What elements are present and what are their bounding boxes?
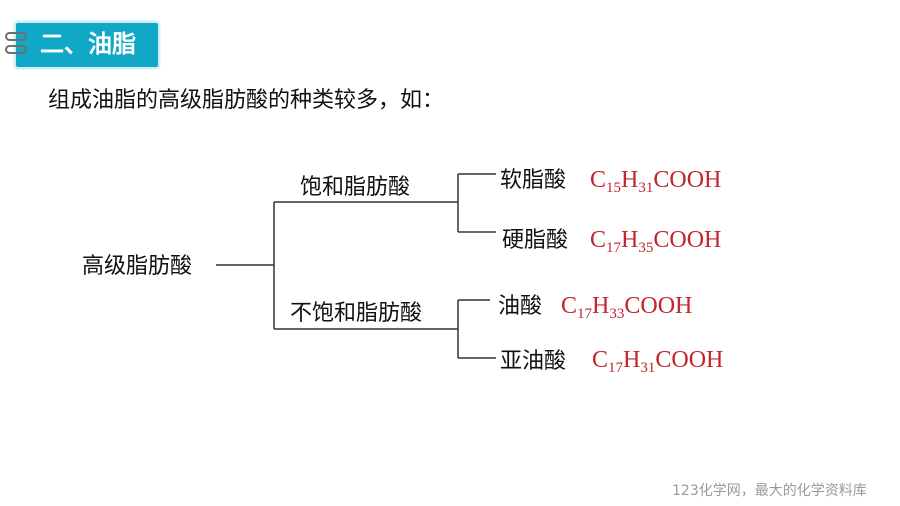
branch-label-saturated: 饱和脂肪酸 — [300, 175, 411, 200]
acid-name-linoleic: 亚油酸 — [500, 349, 567, 374]
tree-root-label: 高级脂肪酸 — [82, 254, 193, 279]
section-title: 二、油脂 — [40, 30, 136, 58]
formula-oleic: C17H33COOH — [561, 293, 693, 322]
acid-name-palmitic: 软脂酸 — [500, 168, 567, 193]
acid-name-stearic: 硬脂酸 — [502, 228, 569, 253]
formula-linoleic: C17H31COOH — [592, 347, 724, 376]
acid-name-oleic: 油酸 — [498, 294, 543, 319]
footer-watermark: 123化学网，最大的化学资料库 — [672, 483, 867, 499]
binder-ring-icon — [5, 32, 27, 41]
branch-label-unsaturated: 不饱和脂肪酸 — [290, 301, 423, 326]
formula-palmitic: C15H31COOH — [590, 167, 722, 196]
intro-text: 组成油脂的高级脂肪酸的种类较多，如： — [48, 88, 445, 113]
binder-ring-icon — [5, 45, 27, 54]
section-title-tab — [14, 21, 160, 69]
formula-stearic: C17H35COOH — [590, 227, 722, 256]
